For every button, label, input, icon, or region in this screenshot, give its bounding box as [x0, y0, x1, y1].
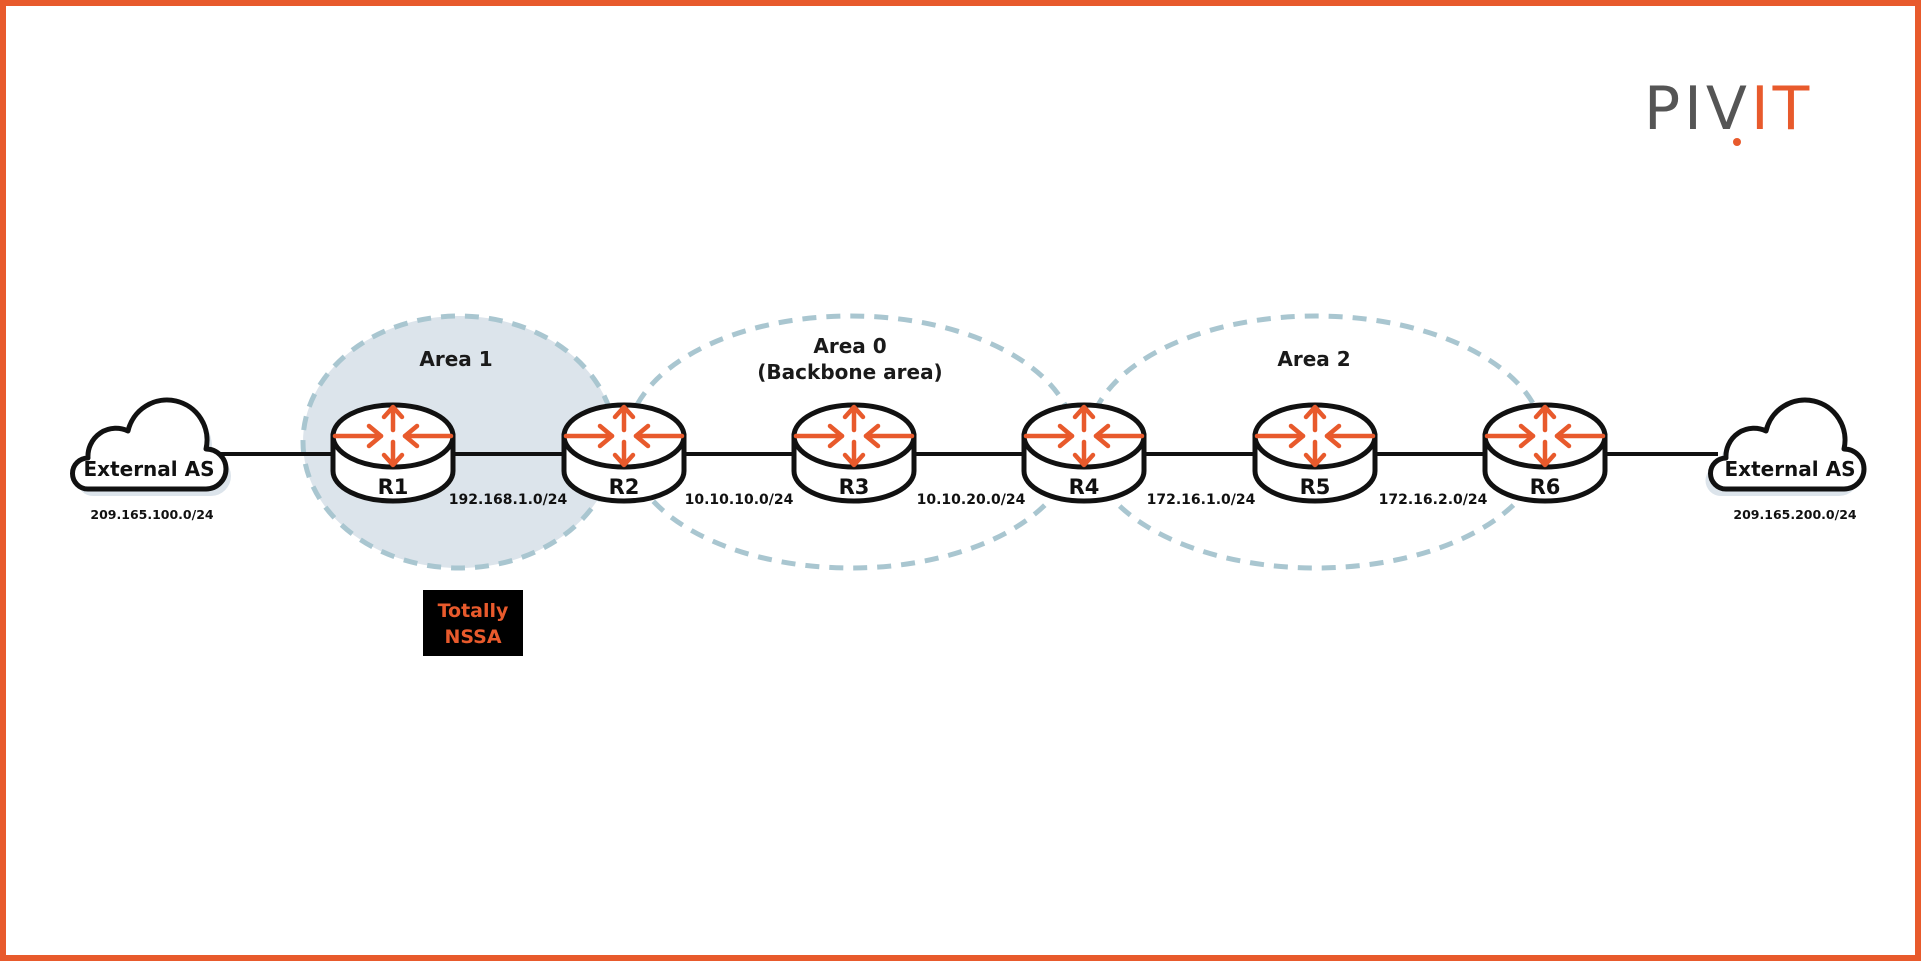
svg-text:PIVIT: PIVIT: [1644, 74, 1813, 144]
totally-nssa-badge: [423, 590, 523, 656]
external-as-label-left: External AS: [84, 457, 215, 481]
router-r4: [1021, 402, 1147, 504]
logo-text-it: IT: [1751, 74, 1813, 144]
external-as-label-right: External AS: [1725, 457, 1856, 481]
router-r1: [330, 402, 456, 504]
area-1-label: Area 1: [419, 347, 492, 371]
link-subnet-r3-r4: 10.10.20.0/24: [917, 492, 1026, 508]
area-0-sublabel: (Backbone area): [757, 360, 942, 384]
router-r3: [791, 402, 917, 504]
router-label-r5: R5: [1300, 475, 1331, 499]
area-2-label: Area 2: [1277, 347, 1350, 371]
external-network-right: 209.165.200.0/24: [1733, 507, 1856, 522]
router-r2: [561, 402, 687, 504]
router-r6: [1482, 402, 1608, 504]
router-label-r3: R3: [839, 475, 870, 499]
area-0-label: Area 0: [813, 334, 886, 358]
logo-text-v: V: [1706, 74, 1751, 144]
external-network-left: 209.165.100.0/24: [90, 507, 213, 522]
router-r5: [1252, 402, 1378, 504]
link-subnet-r1-r2: 192.168.1.0/24: [449, 492, 568, 508]
logo-dot: [1733, 138, 1741, 146]
router-label-r6: R6: [1530, 475, 1561, 499]
link-subnet-r5-r6: 172.16.2.0/24: [1379, 492, 1488, 508]
logo-text-pi: PI: [1644, 74, 1706, 144]
pivit-logo: PIVIT: [1644, 74, 1813, 146]
router-label-r4: R4: [1069, 475, 1100, 499]
router-label-r1: R1: [378, 475, 409, 499]
badge-line-1: Totally: [438, 600, 509, 622]
link-subnet-r2-r3: 10.10.10.0/24: [685, 492, 794, 508]
badge-line-2: NSSA: [444, 626, 501, 648]
network-diagram: External AS 209.165.100.0/24 External AS…: [70, 74, 1867, 656]
router-label-r2: R2: [609, 475, 640, 499]
link-subnet-r4-r5: 172.16.1.0/24: [1147, 492, 1256, 508]
external-as-cloud-left: [70, 397, 231, 496]
external-as-cloud-right: [1705, 397, 1867, 496]
